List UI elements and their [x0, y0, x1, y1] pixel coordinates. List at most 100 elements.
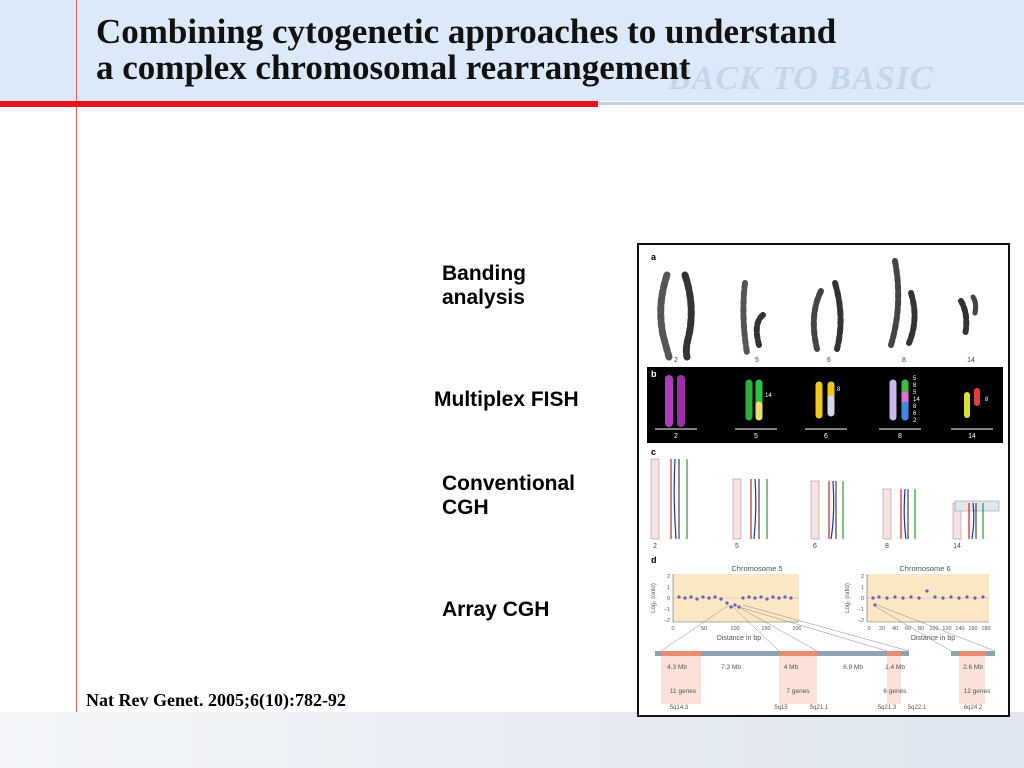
- title-underline-grey: [598, 102, 1024, 105]
- svg-text:5q21.1: 5q21.1: [810, 705, 829, 711]
- svg-text:2: 2: [667, 574, 670, 580]
- banded-chromosome-2b: [681, 271, 695, 361]
- svg-text:8: 8: [902, 357, 906, 364]
- cgh-profile-6: [810, 480, 844, 540]
- label-conventional-cgh: Conventional CGH: [442, 472, 576, 519]
- panel-c-labels: 2 5 6 8 14: [653, 543, 961, 550]
- cgh-profile-2: [650, 458, 688, 540]
- svg-text:6 genes: 6 genes: [883, 688, 907, 695]
- svg-text:0: 0: [867, 626, 870, 632]
- svg-text:14: 14: [913, 397, 920, 403]
- footer-band: [0, 712, 1024, 768]
- watermark: BACK TO BASIC: [668, 60, 934, 97]
- array-right-xticks: 0 20 40 60 80 100 120 140 160 180: [867, 626, 990, 632]
- array-right-ylabel: Log₂ (ratio): [845, 583, 851, 613]
- svg-text:2: 2: [674, 357, 678, 364]
- svg-text:1: 1: [861, 585, 864, 591]
- svg-text:−1: −1: [858, 607, 864, 613]
- svg-text:7.3 Mb: 7.3 Mb: [721, 664, 741, 671]
- svg-text:50: 50: [701, 626, 707, 632]
- cytogenetics-figure: a 2 5 6 8 14 b 14 8: [637, 243, 1010, 717]
- svg-text:4 Mb: 4 Mb: [784, 664, 799, 671]
- array-gene-counts: 11 genes 7 genes 6 genes 12 genes: [670, 688, 991, 695]
- title-underline-red: [0, 101, 598, 107]
- svg-text:5: 5: [754, 433, 758, 440]
- figure-svg: a 2 5 6 8 14 b 14 8: [647, 252, 1003, 711]
- svg-text:8: 8: [837, 387, 841, 393]
- array-zoom-lines: [660, 604, 996, 652]
- citation: Nat Rev Genet. 2005;6(10):782-92: [86, 690, 346, 710]
- banded-chromosome-5a: [740, 280, 750, 356]
- svg-text:0: 0: [671, 626, 674, 632]
- banded-chromosome-5b: [753, 312, 766, 348]
- svg-text:2.6 Mb: 2.6 Mb: [963, 664, 983, 671]
- svg-text:60: 60: [905, 626, 911, 632]
- array-left-yticks: 2 1 0 −1 −2: [664, 574, 670, 624]
- svg-text:100: 100: [929, 626, 938, 632]
- cgh-profile-5: [732, 478, 768, 540]
- label-banding-analysis: Banding analysis: [442, 262, 526, 309]
- svg-text:7 genes: 7 genes: [786, 688, 810, 695]
- svg-text:5: 5: [735, 543, 739, 550]
- vertical-rule: [76, 0, 77, 712]
- cgh-profiles: [650, 458, 1000, 540]
- svg-text:12 genes: 12 genes: [964, 688, 991, 695]
- svg-text:6q24.2: 6q24.2: [964, 705, 983, 711]
- banded-chromosome-6a: [810, 288, 824, 352]
- svg-text:5q14.3: 5q14.3: [670, 705, 689, 711]
- array-left-xticks: 0 50 100 150 200: [671, 626, 801, 632]
- panel-b-letter: b: [651, 369, 657, 379]
- svg-text:8: 8: [913, 383, 917, 389]
- cgh-profile-8: [882, 488, 916, 540]
- array-right-yticks: 2 1 0 −1 −2: [858, 574, 864, 624]
- svg-text:40: 40: [892, 626, 898, 632]
- svg-text:140: 140: [955, 626, 964, 632]
- svg-text:2: 2: [861, 574, 864, 580]
- svg-text:200: 200: [792, 626, 801, 632]
- svg-text:6: 6: [824, 433, 828, 440]
- svg-text:5q15: 5q15: [774, 705, 788, 711]
- array-band-labels: 5q14.3 5q15 5q21.1 5q21.3 5q22.1 6q24.2: [670, 705, 983, 711]
- panel-c-letter: c: [651, 447, 656, 457]
- svg-text:8: 8: [985, 397, 989, 403]
- header-band: [0, 0, 1024, 101]
- cgh-profile-14: [952, 500, 1000, 540]
- svg-text:2: 2: [913, 418, 917, 424]
- svg-text:6: 6: [813, 543, 817, 550]
- banded-chromosome-2a: [657, 271, 673, 361]
- label-array-cgh: Array CGH: [442, 598, 550, 621]
- array-segment-highlights: [661, 656, 985, 704]
- array-left-dots: [677, 595, 793, 609]
- mfish-chromosomes: [665, 375, 980, 427]
- svg-text:14: 14: [968, 433, 976, 440]
- svg-text:4.3 Mb: 4.3 Mb: [667, 664, 687, 671]
- svg-text:1: 1: [667, 585, 670, 591]
- array-segment-bar: [655, 651, 995, 656]
- svg-text:5: 5: [913, 390, 917, 396]
- svg-text:0: 0: [861, 596, 864, 602]
- svg-text:20: 20: [879, 626, 885, 632]
- banded-chromosome-14a: [958, 298, 970, 338]
- slide-title: Combining cytogenetic approaches to unde…: [96, 14, 996, 86]
- svg-text:100: 100: [730, 626, 739, 632]
- panel-d-letter: d: [651, 555, 657, 565]
- array-right-xlabel: Distance in bp: [911, 635, 955, 642]
- svg-text:14: 14: [953, 543, 961, 550]
- array-left-ylabel: Log₂ (ratio): [651, 583, 657, 613]
- banded-chromosomes: [657, 258, 979, 361]
- svg-text:0: 0: [667, 596, 670, 602]
- svg-text:8: 8: [913, 404, 917, 410]
- array-segment-sizes: 4.3 Mb 7.3 Mb 4 Mb 6.9 Mb 1.4 Mb 2.6 Mb: [667, 664, 983, 671]
- label-multiplex-fish: Multiplex FISH: [434, 388, 579, 411]
- svg-text:160: 160: [968, 626, 977, 632]
- banded-chromosome-8a: [888, 258, 902, 348]
- banded-chromosome-6b: [832, 280, 844, 352]
- title-line-1: Combining cytogenetic approaches to unde…: [96, 12, 837, 51]
- svg-text:−2: −2: [664, 618, 670, 624]
- svg-text:80: 80: [918, 626, 924, 632]
- banded-chromosome-14b: [970, 294, 979, 316]
- banded-chromosome-8b: [906, 290, 918, 346]
- svg-text:8: 8: [898, 433, 902, 440]
- svg-text:11 genes: 11 genes: [670, 688, 697, 695]
- mfish-panel-background: [647, 367, 1003, 443]
